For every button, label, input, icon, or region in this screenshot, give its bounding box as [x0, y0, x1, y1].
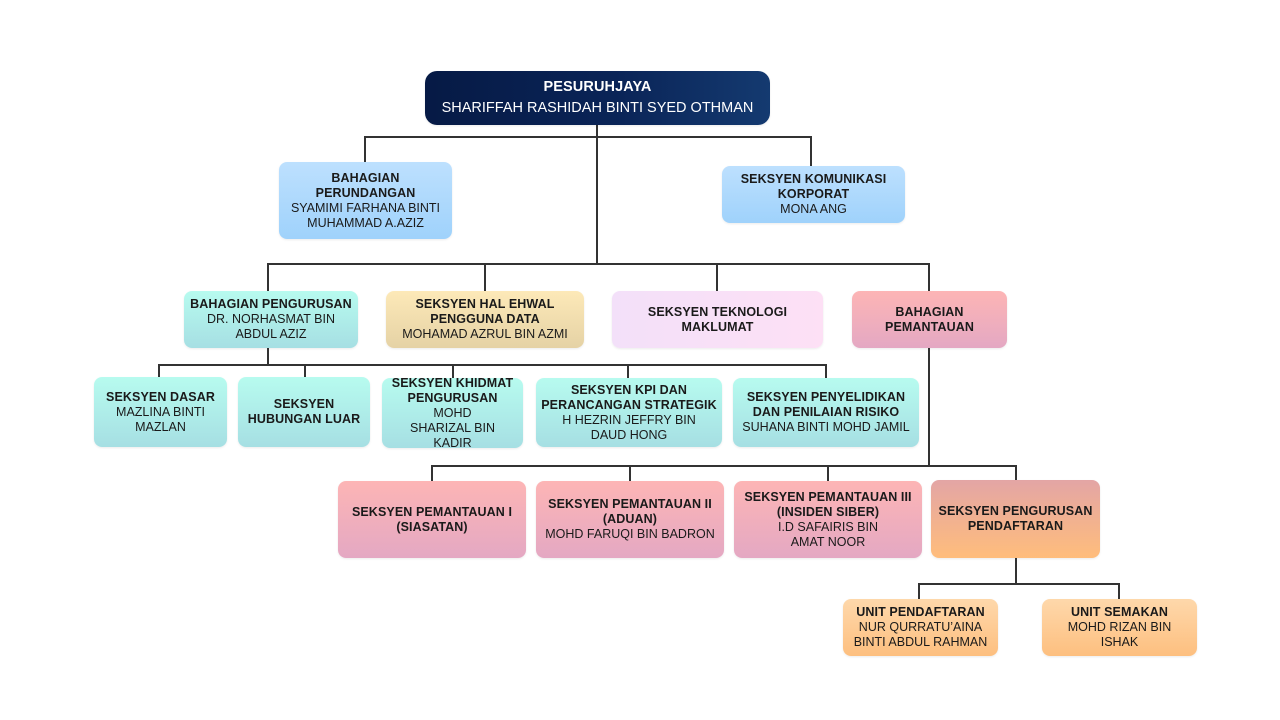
node-seksyen-pemantauan-1[interactable]: SEKSYEN PEMANTAUAN I (SIASATAN) — [338, 481, 526, 558]
node-title: SEKSYEN PEMANTAUAN II (ADUAN) — [548, 497, 712, 526]
node-seksyen-pengurusan-pendaftaran[interactable]: SEKSYEN PENGURUSAN PENDAFTARAN — [931, 480, 1100, 558]
node-person: MOHD SHARIZAL BIN KADIR — [410, 405, 495, 450]
node-title: SEKSYEN KPI DAN PERANCANGAN STRATEGIK — [541, 382, 717, 412]
node-title: SEKSYEN DASAR — [106, 389, 215, 404]
node-person: NUR QURRATU’AINA BINTI ABDUL RAHMAN — [853, 620, 988, 649]
node-title: UNIT SEMAKAN — [1070, 605, 1169, 619]
node-seksyen-penyelidikan-penilaian-risiko[interactable]: SEKSYEN PENYELIDIKAN DAN PENILAIAN RISIK… — [733, 378, 919, 447]
node-title: SEKSYEN KHIDMAT PENGURUSAN — [391, 375, 514, 405]
node-person: MOHD FARUQI BIN BADRON — [545, 527, 715, 541]
node-title: UNIT PENDAFTARAN — [856, 605, 985, 619]
node-title: SEKSYEN TEKNOLOGI MAKLUMAT — [647, 304, 788, 334]
node-seksyen-pemantauan-2[interactable]: SEKSYEN PEMANTAUAN II (ADUAN) MOHD FARUQ… — [536, 481, 724, 558]
node-seksyen-khidmat-pengurusan[interactable]: SEKSYEN KHIDMAT PENGURUSAN MOHD SHARIZAL… — [382, 375, 523, 450]
node-title: SEKSYEN PENGURUSAN PENDAFTARAN — [938, 504, 1093, 533]
node-unit-semakan[interactable]: UNIT SEMAKAN MOHD RIZAN BIN ISHAK — [1042, 599, 1197, 656]
node-person: SUHANA BINTI MOHD JAMIL — [742, 420, 910, 434]
node-title: SEKSYEN PENYELIDIKAN DAN PENILAIAN RISIK… — [746, 390, 906, 419]
node-unit-pendaftaran[interactable]: UNIT PENDAFTARAN NUR QURRATU’AINA BINTI … — [843, 599, 998, 656]
node-title: BAHAGIAN PENGURUSAN — [190, 297, 352, 311]
node-person: MOHAMAD AZRUL BIN AZMI — [402, 327, 568, 341]
node-person: MOHD RIZAN BIN ISHAK — [1067, 620, 1172, 649]
node-seksyen-hal-ehwal-pengguna-data[interactable]: SEKSYEN HAL EHWAL PENGGUNA DATA MOHAMAD … — [386, 291, 584, 348]
node-seksyen-hubungan-luar[interactable]: SEKSYEN HUBUNGAN LUAR — [238, 377, 370, 447]
node-person: SYAMIMI FARHANA BINTI MUHAMMAD A.AZIZ — [290, 200, 441, 230]
node-title: BAHAGIAN PERUNDANGAN — [315, 170, 416, 200]
node-bahagian-pemantauan[interactable]: BAHAGIAN PEMANTAUAN — [852, 291, 1007, 348]
node-person: SHARIFFAH RASHIDAH BINTI SYED OTHMAN — [441, 100, 754, 116]
node-bahagian-pengurusan[interactable]: BAHAGIAN PENGURUSAN DR. NORHASMAT BIN AB… — [184, 291, 358, 348]
node-person: H HEZRIN JEFFRY BIN DAUD HONG — [562, 412, 696, 442]
node-title: SEKSYEN PEMANTAUAN III (INSIDEN SIBER) — [744, 489, 912, 519]
node-title: SEKSYEN HUBUNGAN LUAR — [247, 397, 361, 426]
node-person: DR. NORHASMAT BIN ABDUL AZIZ — [206, 312, 336, 341]
node-seksyen-kpi-perancangan-strategik[interactable]: SEKSYEN KPI DAN PERANCANGAN STRATEGIK H … — [536, 378, 722, 447]
node-pesuruhjaya[interactable]: PESURUHJAYA SHARIFFAH RASHIDAH BINTI SYE… — [425, 71, 770, 125]
node-seksyen-pemantauan-3[interactable]: SEKSYEN PEMANTAUAN III (INSIDEN SIBER) I… — [734, 481, 922, 558]
node-title: BAHAGIAN PEMANTAUAN — [885, 304, 974, 334]
node-seksyen-teknologi-maklumat[interactable]: SEKSYEN TEKNOLOGI MAKLUMAT — [612, 291, 823, 348]
node-person: MAZLINA BINTI MAZLAN — [116, 404, 205, 434]
node-person: I.D SAFAIRIS BIN AMAT NOOR — [777, 519, 879, 549]
node-bahagian-perundangan[interactable]: BAHAGIAN PERUNDANGAN SYAMIMI FARHANA BIN… — [279, 162, 452, 239]
node-title: PESURUHJAYA — [543, 79, 652, 95]
node-person: MONA ANG — [780, 202, 847, 216]
node-title: SEKSYEN HAL EHWAL PENGGUNA DATA — [415, 297, 555, 326]
node-seksyen-komunikasi-korporat[interactable]: SEKSYEN KOMUNIKASI KORPORAT MONA ANG — [722, 166, 905, 223]
node-title: SEKSYEN KOMUNIKASI KORPORAT — [740, 172, 887, 201]
node-title: SEKSYEN PEMANTAUAN I (SIASATAN) — [351, 504, 513, 534]
node-seksyen-dasar[interactable]: SEKSYEN DASAR MAZLINA BINTI MAZLAN — [94, 377, 227, 447]
